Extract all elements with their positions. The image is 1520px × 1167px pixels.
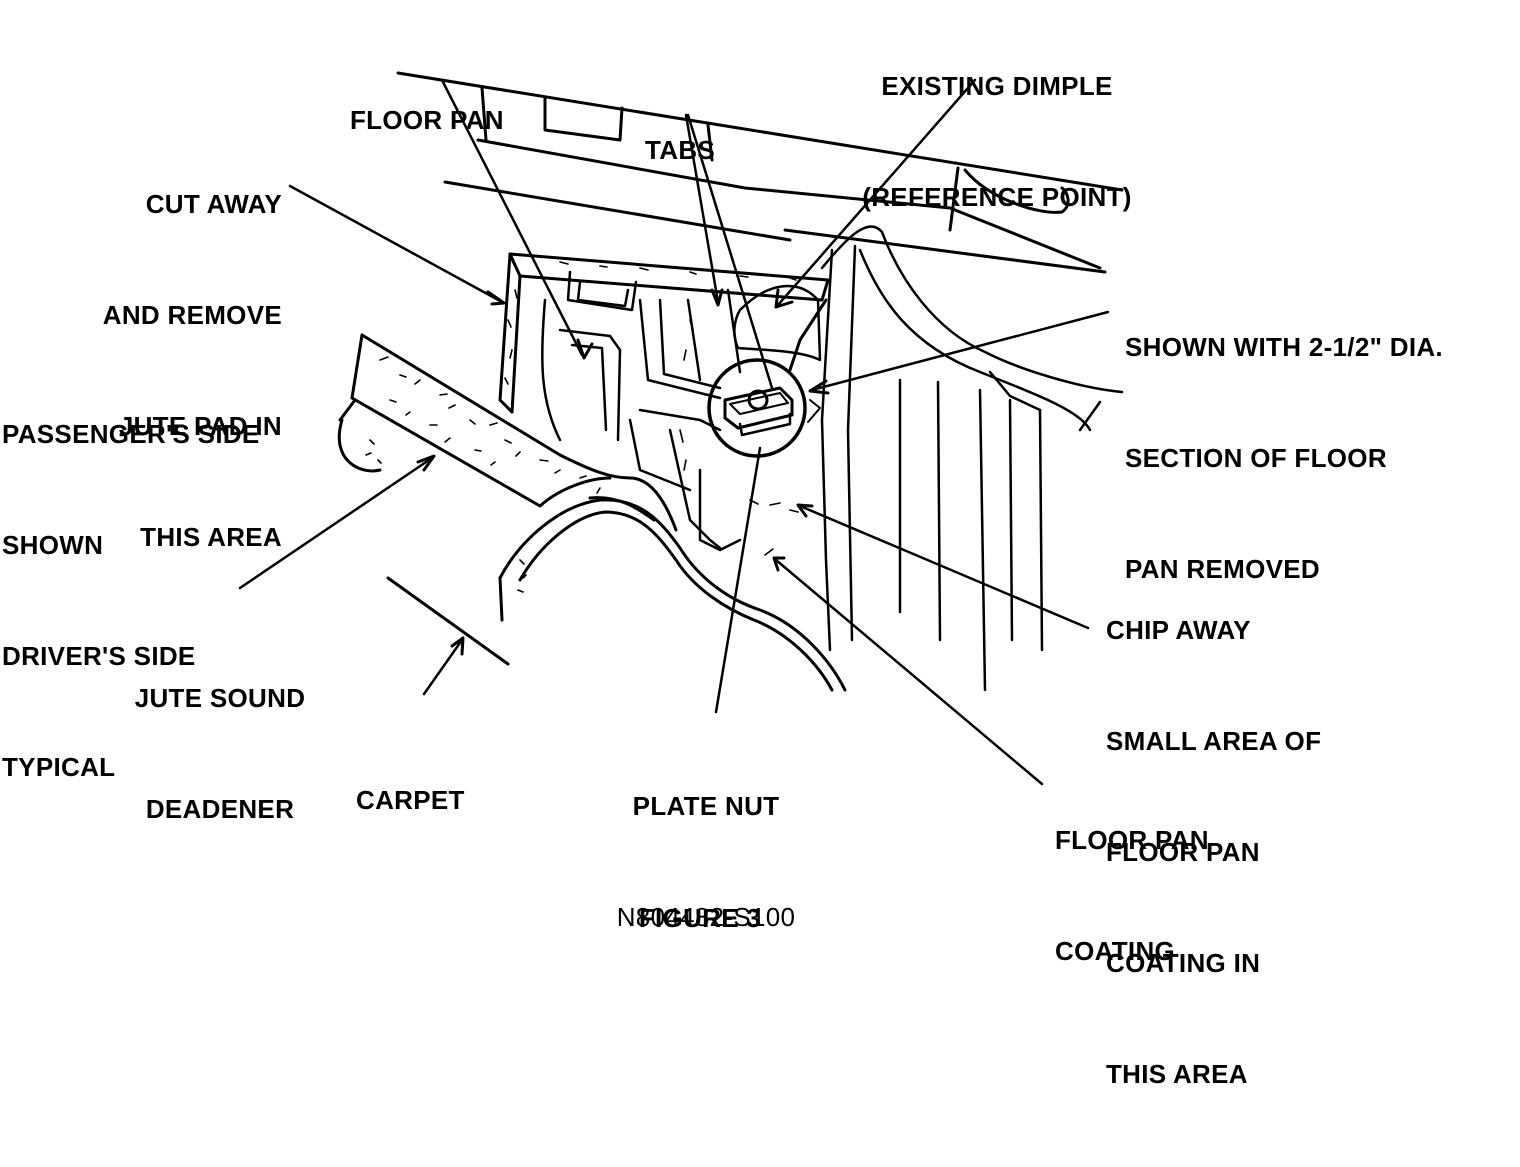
label-passenger-side: PASSENGER'S SIDE SHOWN DRIVER'S SIDE TYP… xyxy=(2,342,260,860)
label-existing-dimple-line: EXISTING DIMPLE xyxy=(881,71,1113,101)
label-existing-dimple: EXISTING DIMPLE (REFERENCE POINT) xyxy=(832,0,1162,290)
label-chip-away-line: SMALL AREA OF xyxy=(1106,726,1322,756)
label-cut-away: CUT AWAY AND REMOVE JUTE PAD IN THIS ARE… xyxy=(40,112,282,630)
label-floor-pan-coating-line: COATING xyxy=(1055,936,1176,966)
figure-3-diagram: FLOOR PAN EXISTING DIMPLE (REFERENCE POI… xyxy=(2,0,1443,1089)
label-chip-away-line: THIS AREA xyxy=(1106,1059,1248,1089)
carpet-shape xyxy=(386,496,847,692)
figure-caption: FIGURE 3 xyxy=(600,826,800,1011)
label-passenger-side-line: TYPICAL xyxy=(2,752,116,782)
label-plate-nut-line: PLATE NUT xyxy=(632,791,780,821)
label-floor-pan-coating-line: FLOOR PAN xyxy=(1055,825,1209,855)
floor-pan-ribs xyxy=(540,270,742,552)
label-floor-pan: FLOOR PAN xyxy=(350,28,504,213)
label-cut-away-line: JUTE PAD IN xyxy=(118,411,282,441)
label-tabs: TABS xyxy=(645,58,715,243)
leader-lines xyxy=(238,78,1110,786)
plate-nut-cutout xyxy=(707,358,821,458)
label-shown-with-line: SECTION OF FLOOR xyxy=(1125,443,1387,473)
label-shown-with: SHOWN WITH 2-1/2" DIA. SECTION OF FLOOR … xyxy=(1125,255,1443,662)
label-floor-pan-line: FLOOR PAN xyxy=(350,105,504,135)
figure-caption-text: FIGURE 3 xyxy=(638,903,762,933)
jute-sound-deadener-shape xyxy=(337,333,678,532)
label-jute-sound-line: DEADENER xyxy=(145,794,295,824)
label-cut-away-line: THIS AREA xyxy=(140,522,282,552)
label-jute-sound-deadener: JUTE SOUND DEADENER xyxy=(110,606,330,902)
label-cut-away-line: AND REMOVE xyxy=(102,300,282,330)
label-passenger-side-line: DRIVER'S SIDE xyxy=(2,641,196,671)
label-jute-sound-line: JUTE SOUND xyxy=(134,683,306,713)
label-floor-pan-coating: FLOOR PAN COATING xyxy=(1055,748,1209,1044)
label-carpet-line: CARPET xyxy=(356,785,465,815)
label-passenger-side-line: SHOWN xyxy=(2,530,104,560)
label-cut-away-line: CUT AWAY xyxy=(145,189,282,219)
label-shown-with-line: SHOWN WITH 2-1/2" DIA. xyxy=(1125,332,1443,362)
label-tabs-line: TABS xyxy=(645,135,716,165)
label-chip-away-line: CHIP AWAY xyxy=(1106,615,1251,645)
dimple-outline xyxy=(733,284,822,362)
label-shown-with-line: PAN REMOVED xyxy=(1125,554,1320,584)
jute-texture xyxy=(365,261,799,593)
floor-pan-illustration xyxy=(238,71,1124,786)
label-passenger-side-line: PASSENGER'S SIDE xyxy=(2,419,260,449)
rear-panel-lines xyxy=(820,225,1124,692)
label-existing-dimple-line: (REFERENCE POINT) xyxy=(862,182,1132,212)
label-carpet: CARPET xyxy=(356,708,465,893)
